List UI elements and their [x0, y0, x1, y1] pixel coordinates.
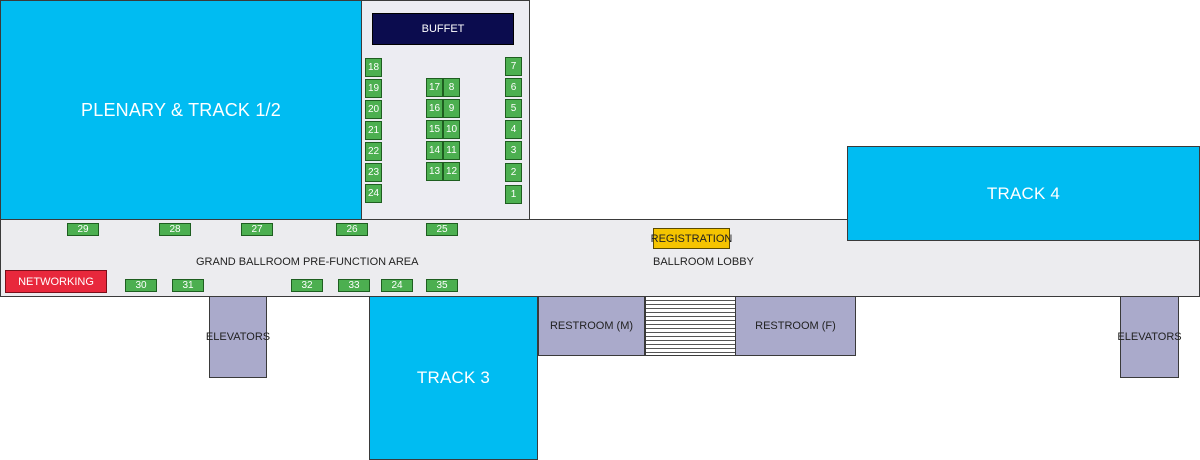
booth[interactable]: 28 [159, 223, 191, 236]
ballroom-lobby-label: BALLROOM LOBBY [653, 256, 754, 268]
restroom-women[interactable]: RESTROOM (F) [735, 296, 856, 356]
booth[interactable]: 1 [505, 185, 522, 204]
restroom-men[interactable]: RESTROOM (M) [538, 296, 645, 356]
booth[interactable]: 22 [365, 142, 382, 161]
networking-label: NETWORKING [18, 275, 94, 288]
booth[interactable]: 18 [365, 58, 382, 77]
booth[interactable]: 12 [443, 162, 460, 181]
room-plenary-track-1-2[interactable]: PLENARY & TRACK 1/2 [0, 0, 362, 220]
elevators-left-label: ELEVATORS [205, 331, 271, 343]
booth[interactable]: 7 [505, 57, 522, 76]
elevators-right[interactable]: ELEVATORS [1117, 296, 1182, 378]
booth[interactable]: 9 [443, 99, 460, 118]
elevators-right-label: ELEVATORS [1117, 331, 1182, 343]
booth[interactable]: 6 [505, 78, 522, 97]
booth[interactable]: 35 [426, 279, 458, 292]
booth[interactable]: 24 [381, 279, 413, 292]
booth[interactable]: 24 [365, 184, 382, 203]
booth[interactable]: 27 [241, 223, 273, 236]
booth[interactable]: 19 [365, 79, 382, 98]
buffet[interactable]: BUFFET [372, 13, 514, 45]
booth[interactable]: 16 [426, 99, 443, 118]
booth[interactable]: 11 [443, 141, 460, 160]
registration-desk[interactable]: REGISTRATION [650, 228, 733, 249]
booth[interactable]: 29 [67, 223, 99, 236]
room-plenary-label: PLENARY & TRACK 1/2 [81, 99, 281, 120]
booth[interactable]: 31 [172, 279, 204, 292]
room-track-3[interactable]: TRACK 3 [369, 296, 538, 460]
booth[interactable]: 3 [505, 141, 522, 160]
buffet-label: BUFFET [421, 23, 465, 35]
booth[interactable]: 32 [291, 279, 323, 292]
booth[interactable]: 15 [426, 120, 443, 139]
booth[interactable]: 13 [426, 162, 443, 181]
networking-area[interactable]: NETWORKING [5, 270, 107, 293]
elevators-left[interactable]: ELEVATORS [205, 296, 271, 378]
stairs [645, 296, 736, 356]
booth[interactable]: 23 [365, 163, 382, 182]
booth[interactable]: 8 [443, 78, 460, 97]
booth[interactable]: 10 [443, 120, 460, 139]
booth[interactable]: 5 [505, 99, 522, 118]
prefunction-area-label: GRAND BALLROOM PRE-FUNCTION AREA [196, 256, 419, 268]
restroom-women-label: RESTROOM (F) [755, 320, 836, 332]
room-track-4-label: TRACK 4 [986, 183, 1061, 203]
booth[interactable]: 30 [125, 279, 157, 292]
booth[interactable]: 2 [505, 163, 522, 182]
booth[interactable]: 17 [426, 78, 443, 97]
room-track-3-label: TRACK 3 [416, 368, 491, 387]
booth[interactable]: 25 [426, 223, 458, 236]
booth[interactable]: 14 [426, 141, 443, 160]
registration-label: REGISTRATION [650, 232, 733, 245]
restroom-men-label: RESTROOM (M) [549, 320, 634, 332]
booth[interactable]: 20 [365, 100, 382, 119]
booth[interactable]: 26 [336, 223, 368, 236]
booth[interactable]: 21 [365, 121, 382, 140]
booth[interactable]: 33 [338, 279, 370, 292]
booth[interactable]: 4 [505, 120, 522, 139]
room-track-4[interactable]: TRACK 4 [847, 146, 1200, 241]
